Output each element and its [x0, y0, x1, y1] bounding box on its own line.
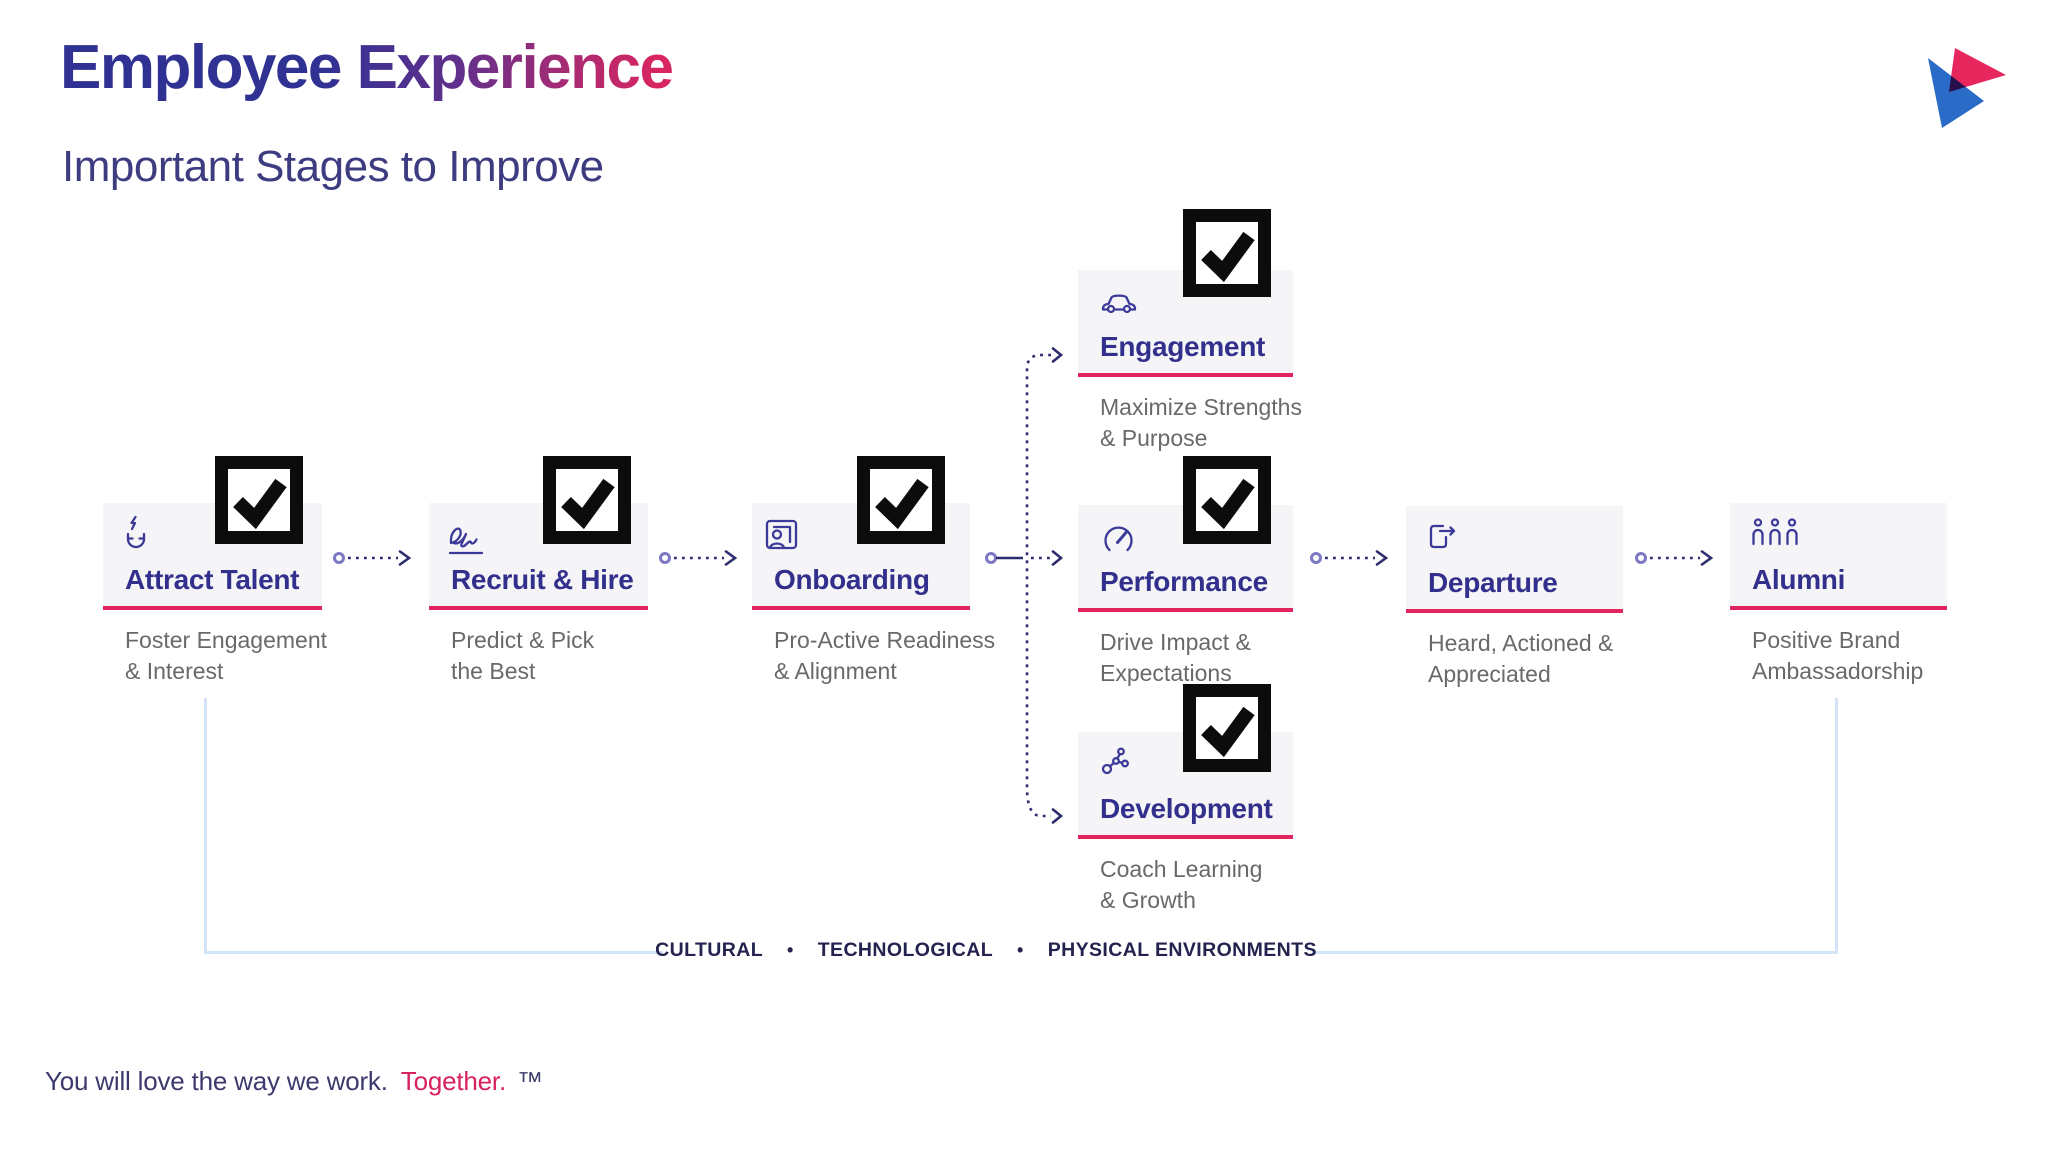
stage-title: Recruit & Hire: [451, 564, 634, 595]
magnet-icon: [126, 515, 146, 549]
people-icon: [1752, 518, 1798, 546]
flow-arrow: [1635, 550, 1714, 566]
environment-item: CULTURAL: [655, 939, 764, 961]
checked-checkbox-icon: [215, 456, 303, 544]
signature-icon: [448, 527, 484, 555]
branch-connector: [985, 347, 1064, 824]
environment-item: TECHNOLOGICAL: [817, 939, 994, 961]
checked-checkbox-icon: [857, 456, 945, 544]
checked-checkbox-icon: [543, 456, 631, 544]
bullet-separator: •: [787, 940, 794, 960]
page-title: Employee Experience: [60, 33, 674, 102]
tagline-accent: Together.: [400, 1066, 506, 1096]
gauge-icon: [1104, 526, 1133, 552]
tagline: You will love the way we work. Together.…: [45, 1066, 543, 1097]
sign-out-icon: [1429, 524, 1456, 549]
stage-title: Attract Talent: [125, 564, 300, 595]
stage-title: Performance: [1100, 566, 1268, 597]
flow-arrow: [1310, 550, 1389, 566]
stage-attract-talent: Attract Talent Foster Engagement& Intere…: [103, 456, 327, 684]
stage-title: Development: [1100, 793, 1273, 824]
stage-subtitle: Drive Impact &Expectations: [1100, 629, 1251, 686]
checked-checkbox-icon: [1183, 456, 1271, 544]
stage-departure: Departure Heard, Actioned &Appreciated: [1406, 506, 1623, 687]
stage-title: Engagement: [1100, 331, 1266, 362]
tagline-main: You will love the way we work.: [45, 1066, 388, 1096]
car-icon: [1101, 294, 1137, 314]
molecule-icon: [1101, 747, 1129, 775]
bullet-separator: •: [1017, 940, 1024, 960]
stage-subtitle: Foster Engagement& Interest: [125, 627, 328, 684]
environments-bracket-left: [204, 698, 663, 954]
stage-subtitle: Maximize Strengths& Purpose: [1100, 394, 1302, 451]
checked-checkbox-icon: [1183, 209, 1271, 297]
flow-arrow: [333, 550, 412, 566]
checked-checkbox-icon: [1183, 684, 1271, 772]
stage-onboarding: Onboarding Pro-Active Readiness& Alignme…: [752, 456, 995, 684]
stage-title: Onboarding: [774, 564, 930, 595]
id-badge-icon: [765, 519, 798, 550]
brand-logo-icon: [1928, 48, 2006, 128]
stage-title: Departure: [1428, 567, 1558, 598]
environments-bracket-right: [1312, 698, 1838, 954]
environment-item: PHYSICAL ENVIRONMENTS: [1047, 939, 1317, 961]
environments-labels: CULTURAL • TECHNOLOGICAL • PHYSICAL ENVI…: [655, 939, 1317, 962]
page-subtitle: Important Stages to Improve: [62, 142, 604, 191]
stage-subtitle: Heard, Actioned &Appreciated: [1428, 630, 1614, 687]
stage-engagement: Engagement Maximize Strengths& Purpose: [1078, 209, 1302, 451]
flow-arrow: [659, 550, 738, 566]
stage-title: Alumni: [1752, 564, 1846, 595]
stage-subtitle: Pro-Active Readiness& Alignment: [774, 627, 996, 684]
stage-performance: Performance Drive Impact &Expectations: [1078, 456, 1293, 686]
stage-development: Development Coach Learning& Growth: [1078, 684, 1293, 913]
trademark-symbol: ™: [517, 1066, 543, 1096]
stage-subtitle: Coach Learning& Growth: [1100, 856, 1263, 913]
